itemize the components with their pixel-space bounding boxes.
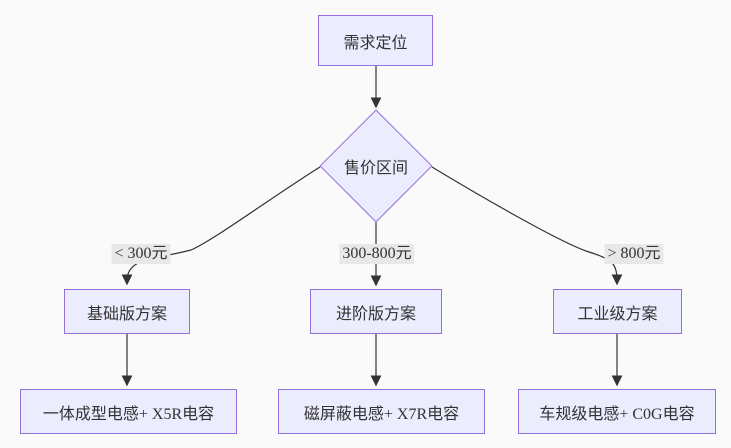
edge-decision-industrial <box>431 166 623 286</box>
edge-label-300-800: 300-800元 <box>339 244 415 264</box>
decision-price-range-label: 售价区间 <box>343 160 408 177</box>
node-basic-components: 一体成型电感+ X5R电容 <box>20 389 237 434</box>
edge-decision-basic <box>121 166 321 286</box>
node-industrial-components: 车规级电感+ C0G电容 <box>518 389 716 434</box>
node-requirement-positioning: 需求定位 <box>318 15 433 66</box>
node-industrial-plan: 工业级方案 <box>553 289 682 334</box>
node-advanced-plan: 进阶版方案 <box>310 289 442 334</box>
edge-label-under-300: < 300元 <box>111 244 171 264</box>
node-advanced-components: 磁屏蔽电感+ X7R电容 <box>278 389 485 434</box>
node-basic-plan: 基础版方案 <box>64 289 190 334</box>
edge-label-over-800: > 800元 <box>604 244 664 264</box>
